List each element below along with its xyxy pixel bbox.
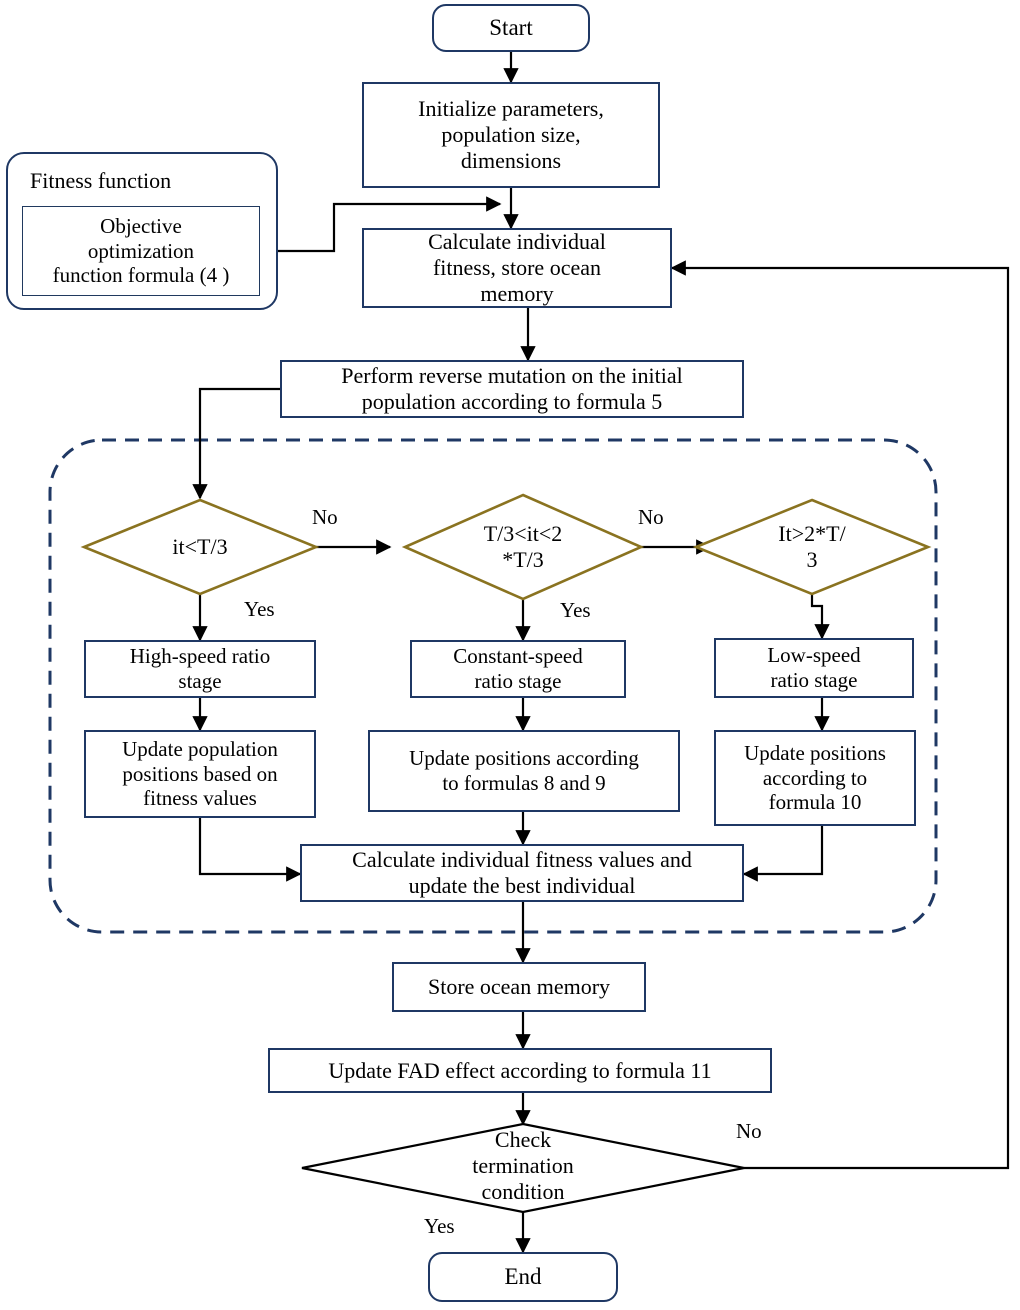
edge-label-yes-terminate: Yes	[424, 1214, 455, 1238]
node-start-label: Start	[489, 15, 533, 41]
decision-2-label[interactable]: T/3<it<2 *T/3	[483, 521, 563, 572]
check-termination-label[interactable]: Check termination condition	[472, 1127, 574, 1204]
node-end[interactable]: End	[428, 1252, 618, 1302]
decision-1-label[interactable]: it<T/3	[172, 534, 228, 560]
node-update-positions-formula-10[interactable]: Update positions according to formula 10	[714, 730, 916, 826]
edge-label-no-2: No	[638, 505, 664, 529]
node-start[interactable]: Start	[432, 4, 590, 52]
node-update-positions-formulas-8-9[interactable]: Update positions according to formulas 8…	[368, 730, 680, 812]
edge-label-yes-1: Yes	[244, 597, 275, 621]
fitness-function-title: Fitness function	[30, 168, 172, 193]
edge-label-no-terminate: No	[736, 1119, 762, 1143]
node-objective-function[interactable]: Objective optimization function formula …	[22, 206, 260, 296]
node-initialize[interactable]: Initialize parameters, population size, …	[362, 82, 660, 188]
node-calculate-update-best[interactable]: Calculate individual fitness values and …	[300, 844, 744, 902]
node-update-population-positions[interactable]: Update population positions based on fit…	[84, 730, 316, 818]
decision-3-label[interactable]: It>2*T/ 3	[778, 521, 846, 572]
edge-label-yes-2: Yes	[560, 598, 591, 622]
node-store-ocean-memory[interactable]: Store ocean memory	[392, 962, 646, 1012]
node-reverse-mutation[interactable]: Perform reverse mutation on the initial …	[280, 360, 744, 418]
node-low-speed-stage[interactable]: Low-speed ratio stage	[714, 638, 914, 698]
node-constant-speed-stage[interactable]: Constant-speed ratio stage	[410, 640, 626, 698]
node-calculate-fitness[interactable]: Calculate individual fitness, store ocea…	[362, 228, 672, 308]
node-high-speed-stage[interactable]: High-speed ratio stage	[84, 640, 316, 698]
node-update-fad[interactable]: Update FAD effect according to formula 1…	[268, 1048, 772, 1093]
edge-label-no-1: No	[312, 505, 338, 529]
